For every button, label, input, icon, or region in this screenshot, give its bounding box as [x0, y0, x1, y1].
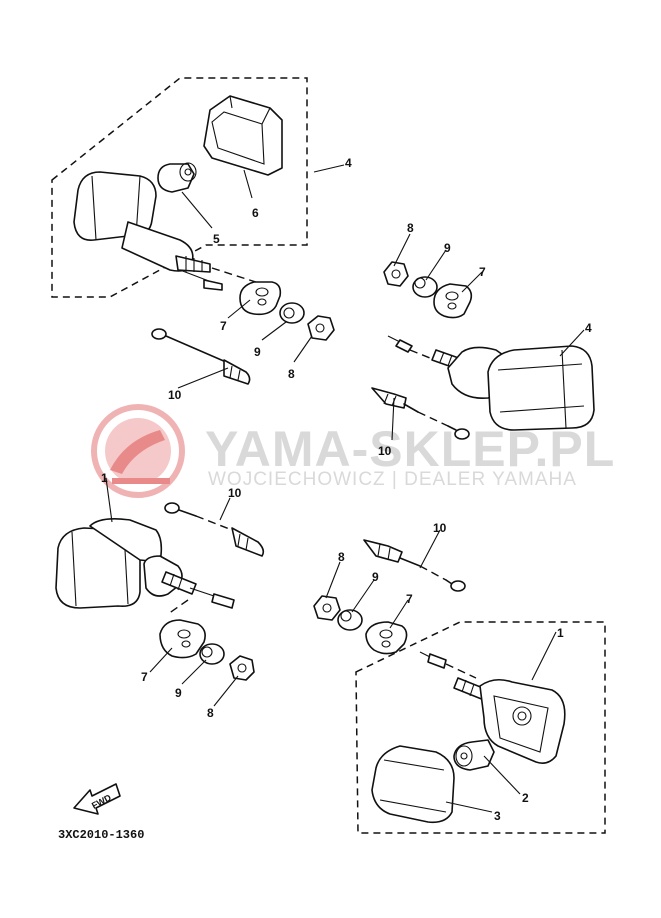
callout-3: 3	[494, 809, 501, 823]
callout-7: 7	[406, 592, 413, 606]
callout-8: 8	[207, 706, 214, 720]
wire-10-left	[164, 502, 265, 557]
nut-8-left	[229, 655, 255, 681]
diagram-code: 3XC2010-1360	[58, 828, 144, 842]
turn-signal-1-left	[55, 518, 235, 609]
leader-lines	[105, 164, 585, 813]
callout-10: 10	[378, 444, 392, 458]
callout-9: 9	[372, 570, 379, 584]
callout-1: 1	[101, 471, 108, 485]
bulb-2-lower	[453, 739, 495, 771]
fwd-arrow-icon: FWD	[73, 783, 121, 815]
callout-9: 9	[254, 345, 261, 359]
callout-4: 4	[345, 156, 352, 170]
callout-6: 6	[252, 206, 259, 220]
callout-10: 10	[433, 521, 447, 535]
lens-3-lower	[371, 745, 455, 824]
wire-10-upper-left	[151, 328, 251, 385]
callout-7: 7	[220, 319, 227, 333]
callout-9: 9	[175, 686, 182, 700]
turn-signal-1-right	[419, 651, 566, 764]
callouts: 4 6 5 7 9 8 10 8 9 7 4 10 1 10 7 9 8 10 …	[101, 156, 592, 823]
watermark: YAMA-SKLEP.PL WOJCIECHOWICZ | DEALER YAM…	[91, 404, 615, 498]
watermark-logo	[91, 404, 185, 498]
callout-4: 4	[585, 321, 592, 335]
wire-10-lower	[363, 539, 466, 592]
watermark-subtitle: WOJCIECHOWICZ | DEALER YAMAHA	[208, 469, 577, 490]
callout-8: 8	[288, 367, 295, 381]
gasket-7-upper-left	[239, 281, 282, 316]
lens-6-upper	[203, 95, 283, 176]
gasket-7-lower	[365, 621, 408, 655]
assembly-box-4-left	[51, 77, 308, 298]
turn-signal-4-right	[387, 335, 595, 431]
callout-8: 8	[338, 550, 345, 564]
callout-2: 2	[522, 791, 529, 805]
washer-9-lower	[337, 609, 363, 631]
assembly-box-1-right	[355, 621, 606, 834]
washer-9-upper-left	[279, 302, 305, 324]
callout-7: 7	[479, 265, 486, 279]
callout-10: 10	[228, 486, 242, 500]
wire-break-2	[167, 599, 189, 615]
nut-8-upper-right	[383, 261, 409, 287]
callout-8: 8	[407, 221, 414, 235]
wire-10-upper-right	[371, 387, 470, 440]
callout-7: 7	[141, 670, 148, 684]
watermark-title: YAMA-SKLEP.PL	[205, 421, 615, 477]
washer-9-upper-right	[412, 276, 438, 298]
gasket-7-left	[159, 619, 206, 659]
callout-9: 9	[444, 241, 451, 255]
washer-9-left	[199, 643, 225, 665]
callout-10: 10	[168, 388, 182, 402]
bulb-5-upper	[157, 162, 197, 193]
gasket-7-upper-right	[433, 283, 473, 319]
nut-8-upper-left	[307, 315, 335, 341]
turn-signal-4-upper-left	[73, 171, 223, 291]
callout-1: 1	[557, 626, 564, 640]
callout-5: 5	[213, 232, 220, 246]
nut-8-lower	[313, 595, 341, 621]
